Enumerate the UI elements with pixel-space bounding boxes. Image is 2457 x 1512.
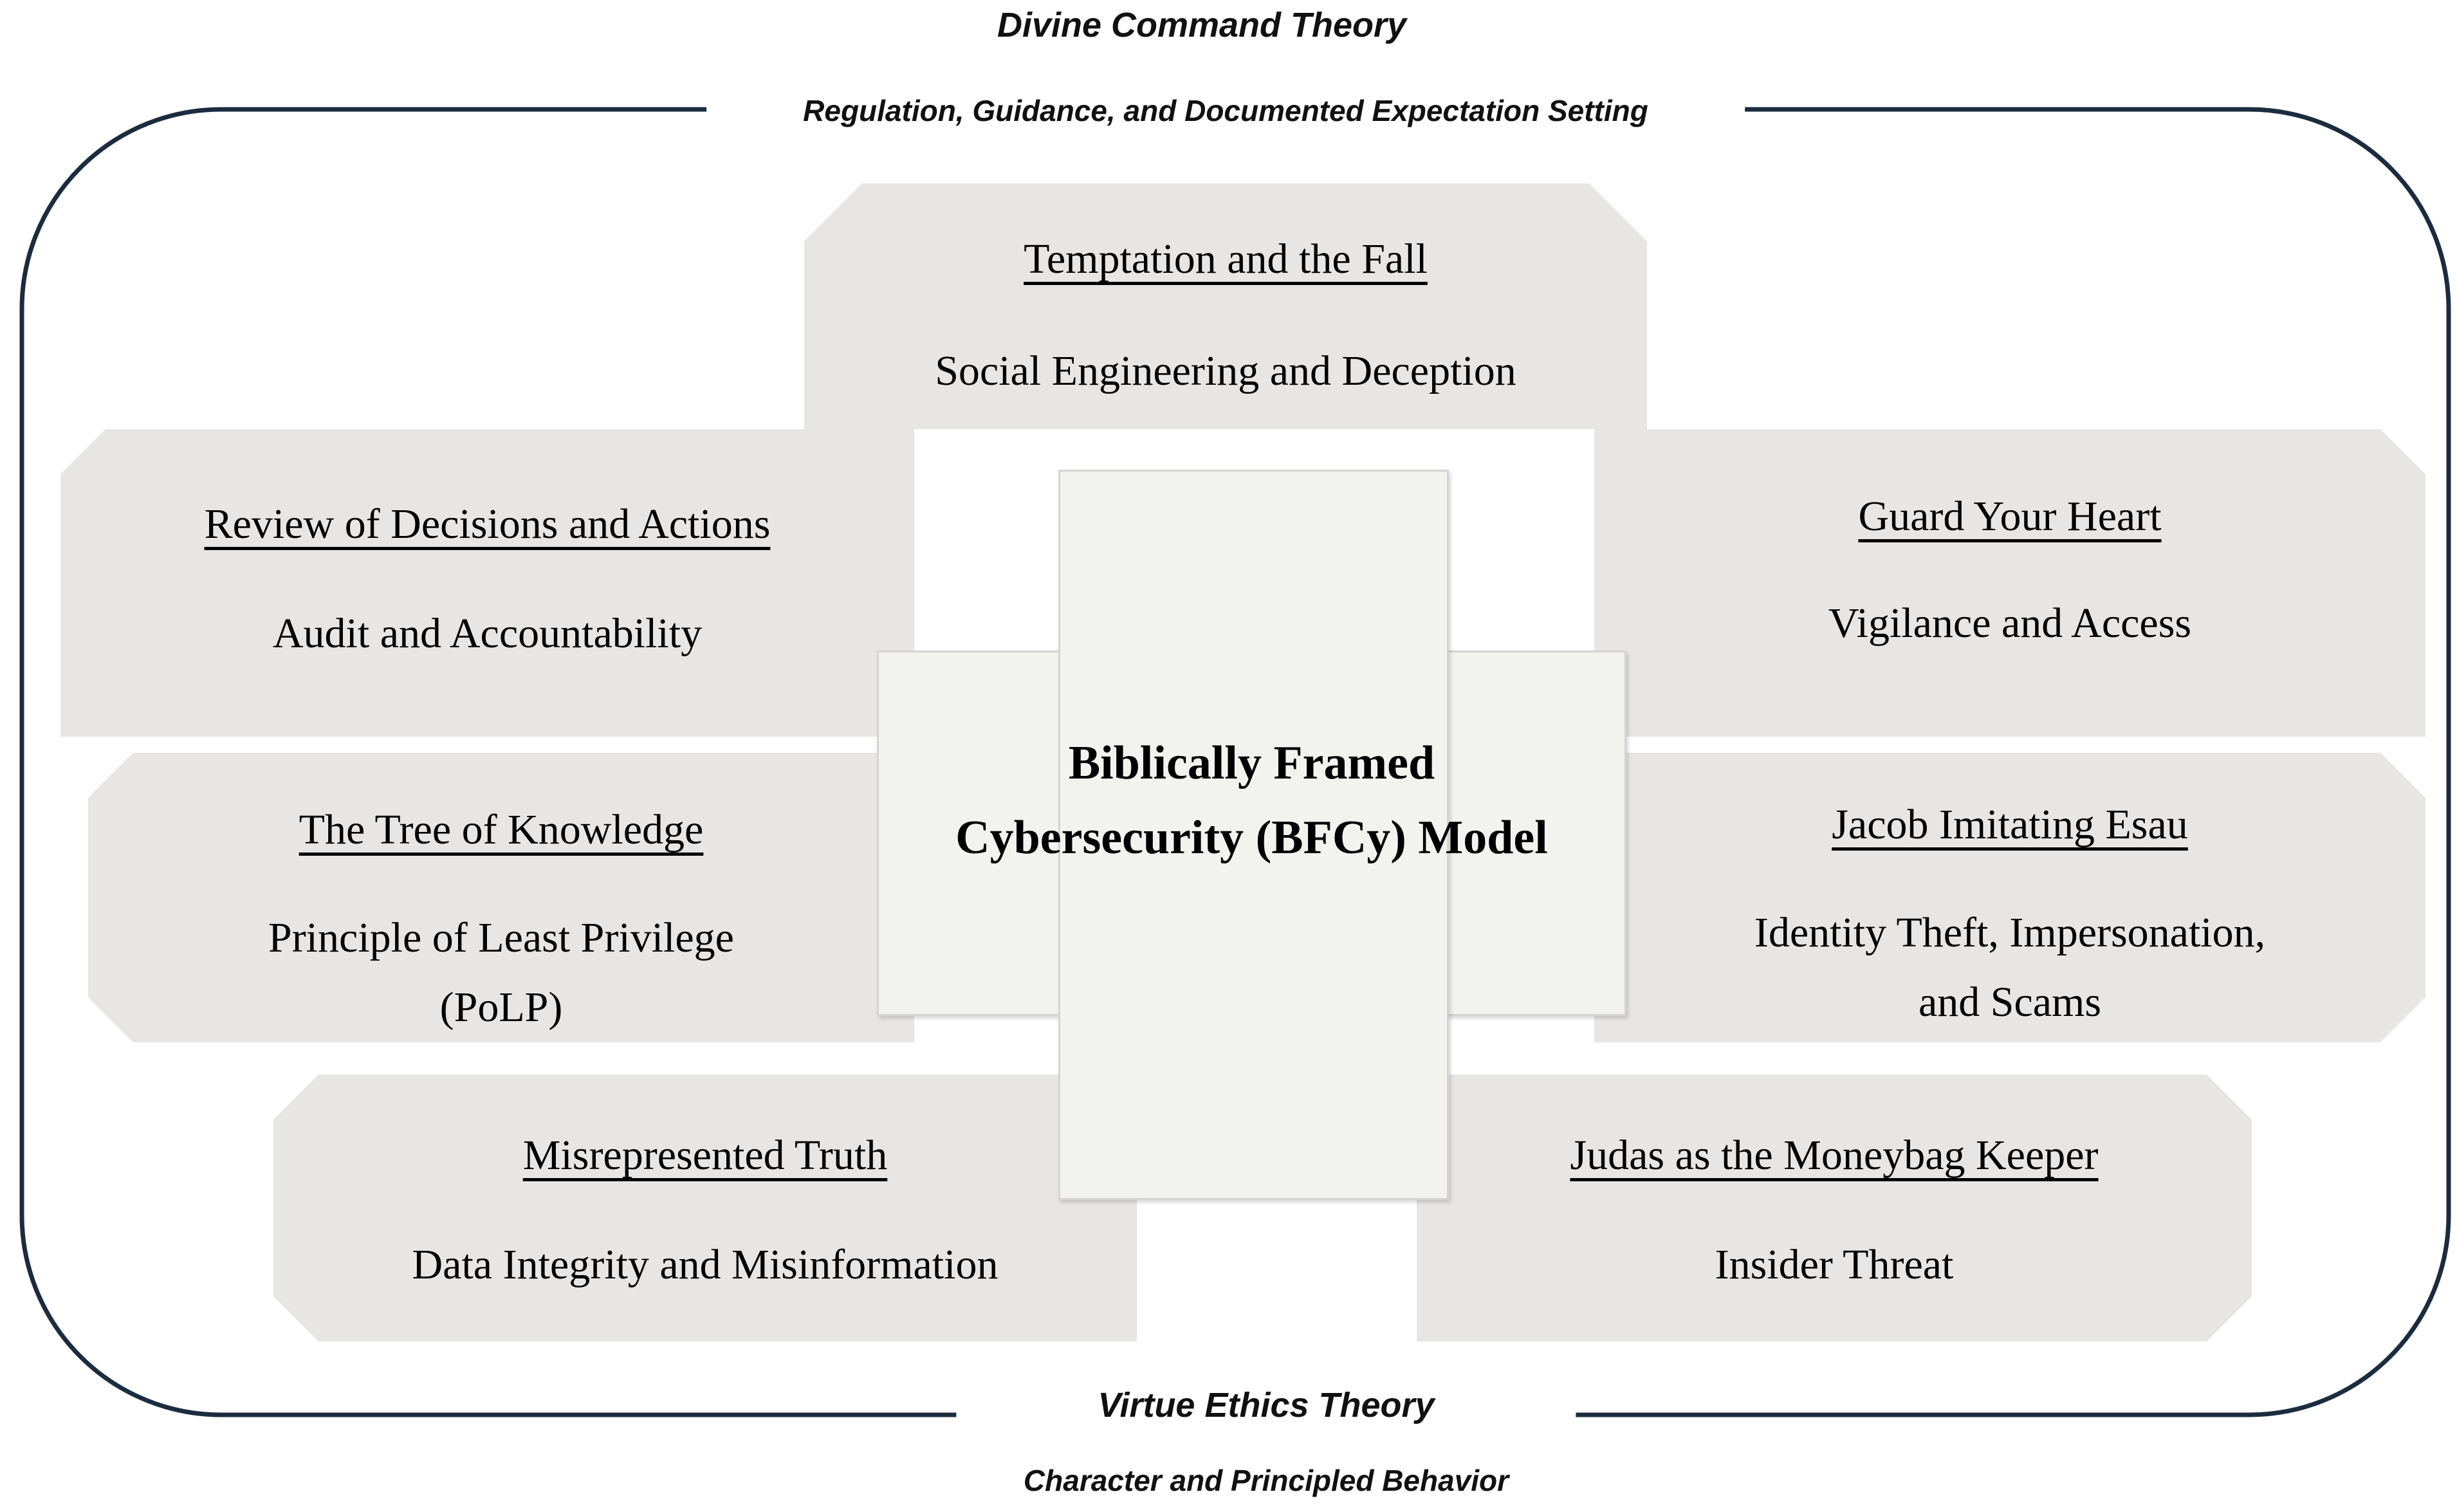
panel-body-line1: Identity Theft, Impersonation,: [1754, 909, 2266, 956]
panel-heading: Guard Your Heart: [1858, 493, 2162, 540]
center-title-line1: Biblically Framed: [1068, 737, 1435, 789]
panel-heading: Review of Decisions and Actions: [204, 501, 771, 548]
center-cross-intersection: [1061, 653, 1446, 1013]
panel-body: Vigilance and Access: [1828, 600, 2192, 647]
bottom-axis-sublabel: Character and Principled Behavior: [1023, 1464, 1509, 1497]
panel-judas-moneybag-keeper: Judas as the Moneybag Keeper Insider Thr…: [1417, 1074, 2252, 1341]
panel-misrepresented-truth: Misrepresented Truth Data Integrity and …: [273, 1074, 1137, 1341]
top-axis-sublabel: Regulation, Guidance, and Documented Exp…: [706, 90, 1745, 131]
panel-jacob-imitating-esau: Jacob Imitating Esau Identity Theft, Imp…: [1594, 753, 2425, 1042]
panel-temptation-and-the-fall: Temptation and the Fall Social Engineeri…: [804, 183, 1647, 429]
panel-body: Audit and Accountability: [272, 610, 703, 657]
panel-guard-your-heart: Guard Your Heart Vigilance and Access: [1594, 429, 2425, 737]
panel-body: Data Integrity and Misinformation: [412, 1241, 998, 1288]
panel-heading: Misrepresented Truth: [522, 1132, 888, 1179]
panel-tree-of-knowledge: The Tree of Knowledge Principle of Least…: [88, 753, 914, 1042]
panel-review-of-decisions: Review of Decisions and Actions Audit an…: [60, 429, 914, 737]
panel-heading: Temptation and the Fall: [1024, 235, 1428, 282]
center-model-title: Biblically Framed Cybersecurity (BFCy) M…: [877, 726, 1626, 875]
panel-body: Insider Threat: [1715, 1241, 1954, 1288]
panel-heading: The Tree of Knowledge: [299, 806, 704, 853]
center-title-line2: Cybersecurity (BFCy) Model: [955, 811, 1548, 864]
panel-body-line2: (PoLP): [439, 984, 563, 1031]
panel-body-line1: Principle of Least Privilege: [268, 914, 734, 961]
panel-heading: Judas as the Moneybag Keeper: [1570, 1132, 2099, 1179]
top-axis-label: Divine Command Theory: [997, 6, 1407, 44]
panel-body-line2: and Scams: [1918, 979, 2102, 1026]
panel-body: Social Engineering and Deception: [935, 347, 1516, 394]
panel-heading: Jacob Imitating Esau: [1832, 801, 2188, 848]
bottom-axis-label: Virtue Ethics Theory: [956, 1382, 1576, 1428]
